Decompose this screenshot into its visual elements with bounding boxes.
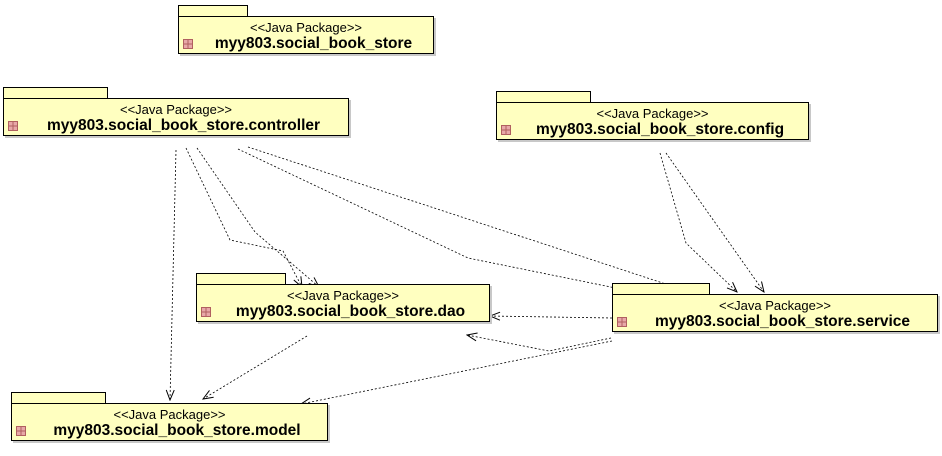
package-icon [16, 426, 26, 436]
stereotype-label: <<Java Package>> [596, 106, 709, 121]
dependency-arrow-service-to-model [301, 340, 613, 404]
package-name: myy803.social_book_store.controller [46, 117, 321, 134]
dependency-arrow-controller-to-model [170, 149, 177, 400]
dependency-arrow-controller-to-dao [185, 147, 302, 287]
stereotype-label: <<Java Package>> [113, 407, 226, 422]
package-config[interactable]: <<Java Package>> myy803.social_book_stor… [496, 91, 809, 151]
dependency-arrow-config-to-service [659, 152, 737, 292]
dependency-arrow-controller-to-service [237, 148, 660, 297]
package-icon [183, 39, 193, 49]
dependency-arrow-controller-to-dao [196, 147, 319, 287]
stereotype-label: <<Java Package>> [249, 20, 363, 35]
dependency-arrow-service-to-dao [490, 316, 613, 318]
dependency-arrow-service-to-dao [467, 335, 612, 352]
package-root[interactable]: <<Java Package>> myy803.social_book_stor… [178, 5, 434, 65]
package-model[interactable]: <<Java Package>> myy803.social_book_stor… [11, 392, 328, 452]
package-service[interactable]: <<Java Package>> myy803.social_book_stor… [612, 283, 938, 343]
package-name: myy803.social_book_store.service [654, 313, 911, 330]
package-name: myy803.social_book_store.config [535, 121, 785, 138]
package-name: myy803.social_book_store [214, 35, 413, 52]
stereotype-label: <<Java Package>> [119, 102, 233, 117]
dependency-arrow-dao-to-model [203, 335, 308, 399]
package-name: myy803.social_book_store.dao [235, 303, 466, 320]
stereotype-label: <<Java Package>> [718, 298, 832, 313]
stereotype-label: <<Java Package>> [286, 288, 400, 303]
package-icon [201, 307, 211, 317]
package-dao[interactable]: <<Java Package>> myy803.social_book_stor… [196, 273, 490, 333]
package-icon [617, 317, 627, 327]
package-icon [501, 125, 511, 135]
package-name: myy803.social_book_store.model [53, 422, 301, 439]
package-icon [8, 121, 18, 131]
dependency-arrow-config-to-service [665, 152, 764, 292]
package-controller[interactable]: <<Java Package>> myy803.social_book_stor… [3, 87, 349, 147]
